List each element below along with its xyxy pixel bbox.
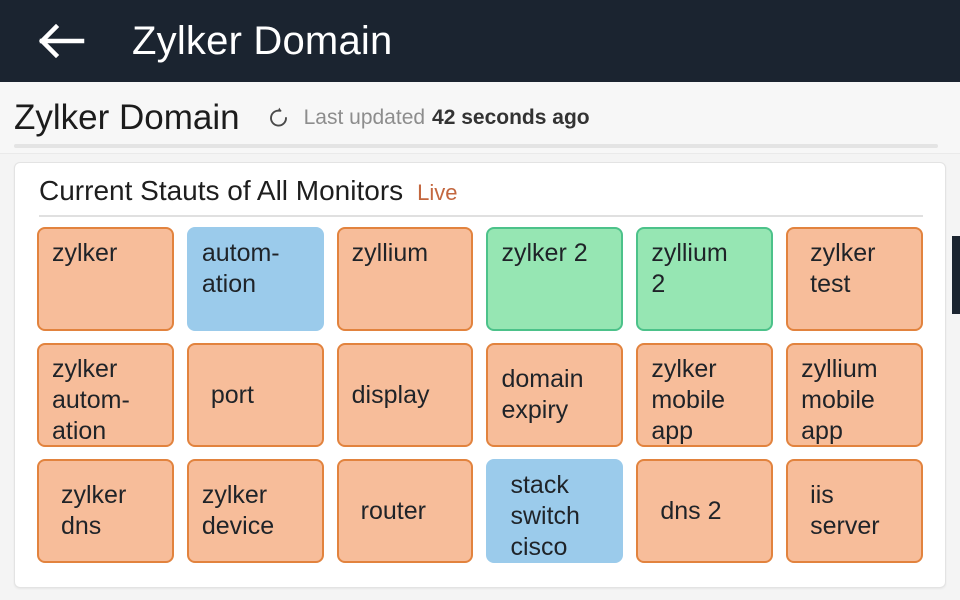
vertical-scrollbar[interactable] [952, 236, 960, 314]
live-badge: Live [417, 180, 458, 205]
monitor-tile-label: autom-ation [201, 239, 280, 298]
page-body: Current Stauts of All Monitors Live zylk… [0, 154, 960, 600]
sub-header: Zylker Domain Last updated 42 seconds ag… [0, 82, 960, 154]
monitors-card: Current Stauts of All Monitors Live zylk… [14, 162, 946, 588]
monitor-tile-label: router [360, 496, 426, 525]
monitor-tile[interactable]: display [336, 343, 474, 447]
arrow-left-icon [39, 24, 85, 58]
sub-header-divider [14, 144, 938, 148]
page-title: Zylker Domain [14, 97, 240, 137]
last-updated-value: 42 seconds ago [432, 105, 590, 129]
monitor-tile[interactable]: autom-ation [186, 227, 324, 331]
monitor-tile-label: display [351, 380, 430, 409]
monitor-tile[interactable]: router [336, 459, 474, 563]
monitor-tile-label: port [210, 380, 254, 409]
app-bar: Zylker Domain [0, 0, 960, 82]
monitor-tile[interactable]: port [186, 343, 324, 447]
monitor-tile-label: dns 2 [660, 496, 722, 525]
monitor-tile[interactable]: zylker [37, 227, 174, 331]
monitor-tile[interactable]: dns 2 [636, 459, 774, 563]
monitors-card-title: Current Stauts of All Monitors [39, 175, 404, 206]
card-divider [39, 215, 923, 217]
monitor-tile-label: zyllium [351, 239, 429, 267]
monitor-tile-label: zylker 2 [501, 239, 588, 267]
monitor-tile[interactable]: zylker 2 [486, 227, 624, 331]
monitor-tile[interactable]: zyllium [336, 227, 474, 331]
back-button[interactable] [34, 13, 90, 69]
monitors-card-header: Current Stauts of All Monitors Live [33, 175, 927, 207]
refresh-icon[interactable] [266, 105, 292, 131]
monitor-tile-label: zylker [52, 239, 118, 267]
app-bar-title: Zylker Domain [132, 18, 393, 63]
last-updated-label: Last updated [303, 105, 426, 129]
